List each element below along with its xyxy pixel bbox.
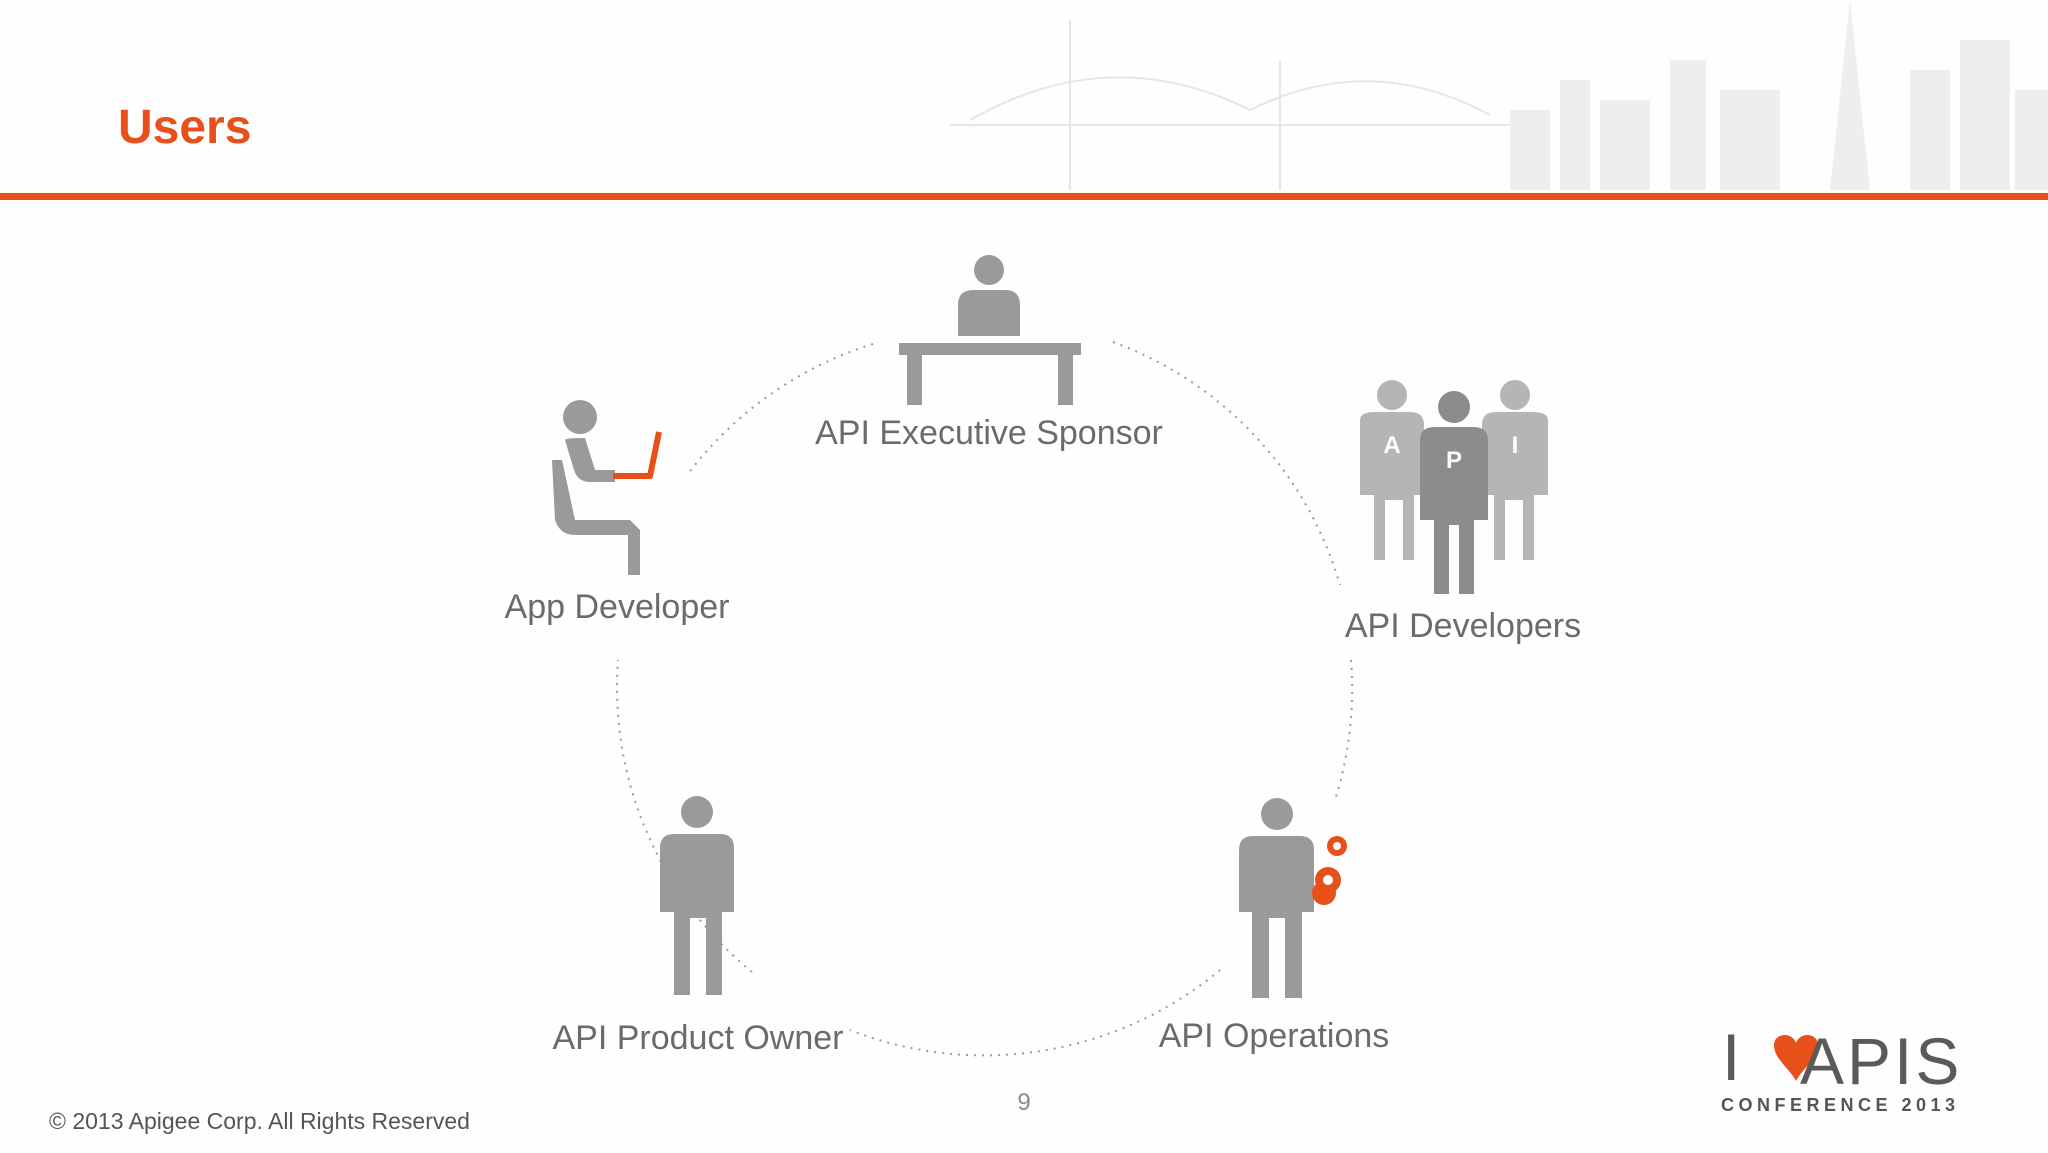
group-letter-i: I [1512,432,1519,459]
logo-word: APIS [1800,1024,1963,1098]
logo-letter-i: I [1722,1025,1740,1094]
api-operations-label: API Operations [1158,1017,1390,1055]
copyright-notice: © 2013 Apigee Corp. All Rights Reserved [49,1108,470,1134]
seated-person-with-laptop-icon [552,400,662,575]
executive-sponsor-label: API Executive Sponsor [815,414,1163,452]
group-letter-a: A [1383,432,1400,459]
group-letter-p: P [1446,447,1462,474]
api-developers-label: API Developers [1344,607,1582,645]
i-love-apis-logo: I [1722,1025,1818,1094]
slide-title: Users [118,101,252,154]
standing-person-icon [660,796,734,995]
page-number: 9 [1017,1089,1031,1116]
api-product-owner-label: API Product Owner [552,1019,844,1057]
app-developer-label: App Developer [504,588,730,626]
person-with-gears-icon [1239,798,1347,998]
api-developers-group-icon: A P I [1360,380,1548,594]
skyline-background [950,0,2048,190]
logo-subtitle: CONFERENCE 2013 [1721,1095,1960,1115]
title-divider [0,193,2048,200]
person-at-desk-icon [899,255,1081,405]
heart-icon [1774,1034,1818,1081]
